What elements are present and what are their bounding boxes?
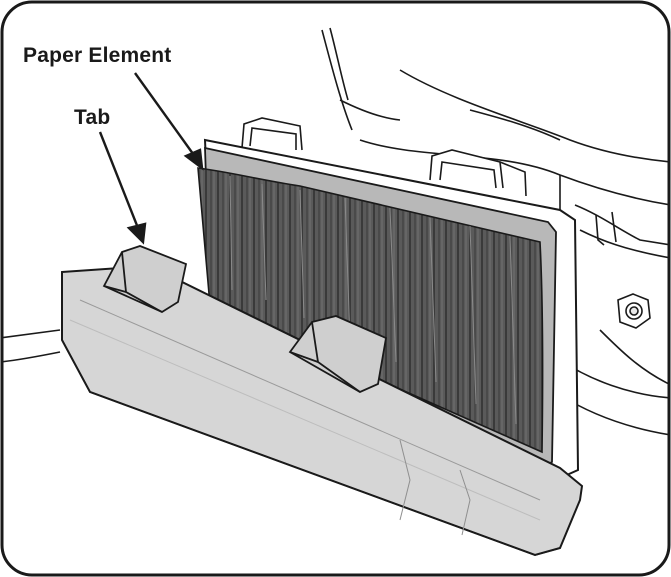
housing-clips xyxy=(241,117,527,197)
cover-tab-right xyxy=(288,315,388,394)
tab-label: Tab xyxy=(74,106,111,129)
paper-element-label: Paper Element xyxy=(23,44,172,67)
pleat-highlights xyxy=(229,175,517,425)
cover-tab-left xyxy=(102,245,188,314)
callout-arrows xyxy=(98,72,204,245)
bolt-icon xyxy=(617,293,651,329)
engine-housing xyxy=(2,27,669,436)
paper-element-pleats xyxy=(197,167,544,454)
